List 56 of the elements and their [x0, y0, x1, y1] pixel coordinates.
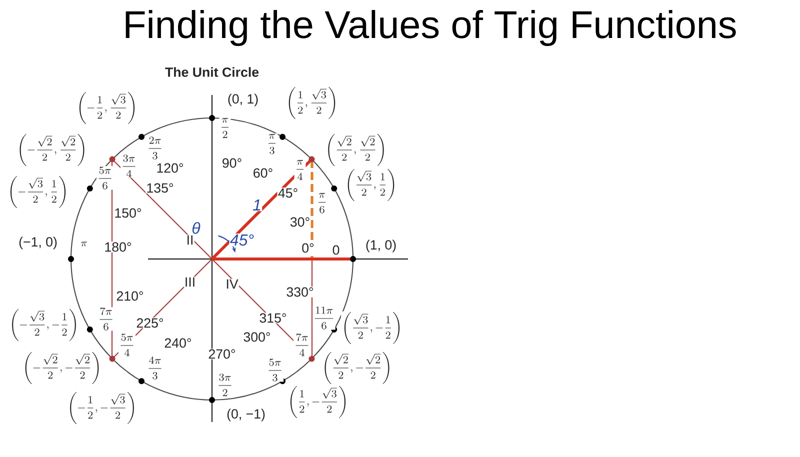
radian-label: $\frac{\pi}{2}$: [219, 117, 231, 139]
coordinate-label: $\left(-\frac{\sqrt{2}}{2}, \frac{\sqrt{2}}{2}\right)$: [16, 133, 88, 167]
title: Finding the Values of Trig Functions: [126, 10, 736, 46]
handwritten-note: 1: [252, 198, 262, 212]
radian-label: $\frac{2\pi}{3}$: [146, 136, 164, 160]
handwritten-note: θ: [191, 221, 202, 235]
radian-label: $\frac{5\pi}{3}$: [266, 358, 284, 382]
coordinate-label: $\left(\frac{1}{2}, -\frac{\sqrt{3}}{2}\right)$: [287, 385, 349, 419]
quadrant-label: III: [184, 276, 196, 288]
radian-label: 0: [332, 244, 340, 256]
radian-label: $\pi$: [80, 241, 88, 247]
quadrant-label: II: [186, 234, 194, 246]
degree-label: 315°: [258, 312, 288, 324]
coordinate-label: $\left(\frac{\sqrt{3}}{2}, -\frac{1}{2}\right)$: [341, 311, 403, 345]
coordinate-label: (0, −1): [226, 408, 266, 422]
degree-label: 0°: [300, 242, 316, 254]
degree-label: 225°: [136, 318, 164, 328]
radian-label: $\frac{11\pi}{6}$: [312, 306, 336, 330]
radian-label: $\frac{3\pi}{2}$: [216, 373, 234, 397]
degree-label: 180°: [104, 242, 132, 252]
coordinate-label: $\left(\frac{\sqrt{3}}{2}, \frac{1}{2}\right)$: [344, 168, 398, 202]
degree-label: 240°: [164, 338, 192, 348]
coordinate-label: $\left(-\frac{\sqrt{2}}{2}, -\frac{\sqrt{2}}{2}\right)$: [22, 351, 102, 385]
coordinate-label: $\left(\frac{1}{2}, \frac{\sqrt{3}}{2}\right)$: [285, 86, 339, 120]
radian-label: $\frac{\pi}{4}$: [294, 159, 306, 181]
radian-label: $\frac{4\pi}{3}$: [146, 356, 164, 380]
radian-label: $\frac{7\pi}{4}$: [293, 333, 311, 357]
coordinate-label: $\left(-\frac{1}{2}, -\frac{\sqrt{3}}{2}\right)$: [66, 391, 138, 425]
radian-label: $\frac{\pi}{3}$: [266, 133, 278, 155]
radian-label: $\frac{3\pi}{4}$: [120, 154, 138, 178]
radian-label: $\frac{5\pi}{6}$: [96, 166, 114, 190]
degree-label: 135°: [146, 182, 174, 194]
coordinate-label: $\left(-\frac{\sqrt{3}}{2}, \frac{1}{2}\right)$: [7, 175, 69, 209]
handwritten-note: 45°: [229, 234, 255, 246]
radian-label: $\frac{7\pi}{6}$: [97, 307, 115, 331]
coordinate-label: $\left(-\frac{\sqrt{3}}{2}, -\frac{1}{2}\right)$: [8, 308, 80, 342]
degree-label: 45°: [277, 188, 299, 198]
coordinate-label: (0, 1): [226, 93, 260, 107]
degree-label: 120°: [156, 162, 184, 174]
subtitle: The Unit Circle: [164, 66, 260, 78]
coordinate-label: (1, 0): [364, 239, 398, 253]
degree-label: 330°: [286, 286, 314, 298]
degree-label: 30°: [289, 216, 311, 228]
coordinate-label: $\left(-\frac{1}{2}, \frac{\sqrt{3}}{2}\right)$: [76, 91, 138, 125]
degree-label: 60°: [252, 168, 274, 178]
coordinate-label: (−1, 0): [18, 236, 58, 250]
coordinate-label: $\left(\frac{\sqrt{2}}{2}, \frac{\sqrt{2}}{2}\right)$: [324, 133, 388, 167]
degree-label: 150°: [114, 208, 142, 218]
radian-label: $\frac{5\pi}{4}$: [118, 333, 136, 357]
degree-label: 90°: [221, 158, 243, 168]
radian-label: $\frac{\pi}{6}$: [316, 192, 328, 214]
degree-label: 210°: [116, 290, 144, 302]
quadrant-label: IV: [225, 278, 239, 290]
coordinate-label: $\left(\frac{\sqrt{2}}{2}, -\frac{\sqrt{2}}{2}\right)$: [321, 351, 393, 385]
degree-label: 300°: [242, 332, 272, 342]
degree-label: 270°: [208, 348, 236, 360]
